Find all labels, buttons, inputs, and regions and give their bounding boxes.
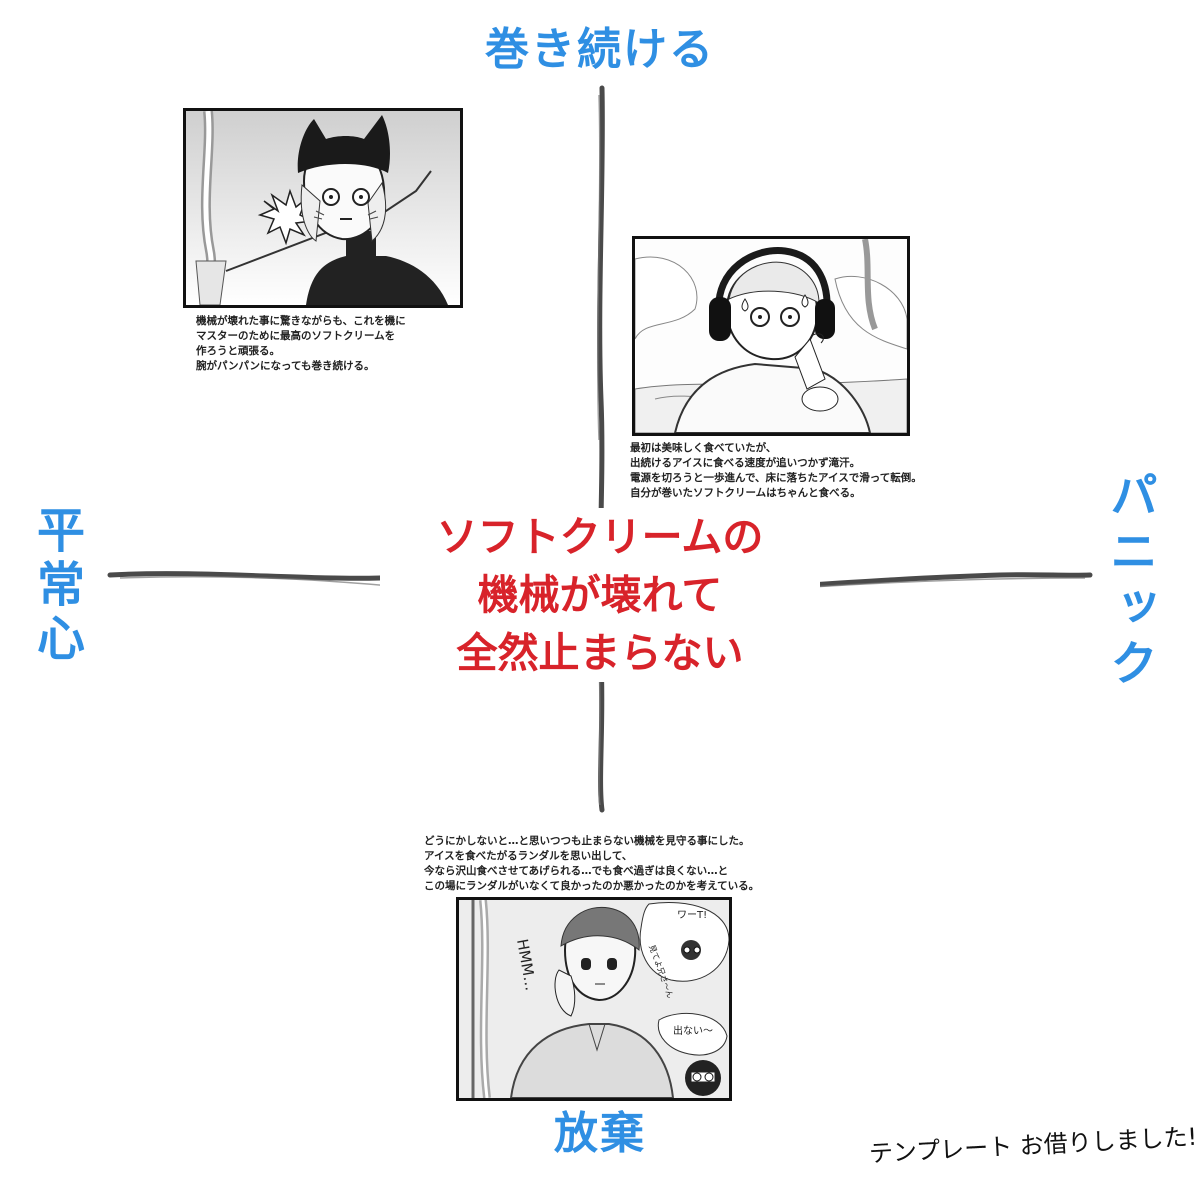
manga-panel-top-left [183, 108, 463, 308]
caption-line: 機械が壊れた事に驚きながらも、これを機に [196, 315, 406, 327]
thinking-character-illustration: HMM… ワーT! 見てよ兄さ〜ん 出ない〜 [459, 900, 729, 1098]
caption-line: この場にランダルがいなくて良かったのか悪かったのかを考えている。 [424, 880, 760, 892]
panel-caption-bottom: どうにかしないと…と思いつつも止まらない機械を見守る事にした。 アイスを食べたが… [424, 834, 759, 894]
vertical-axis-lower [598, 657, 605, 813]
manga-panel-bottom: HMM… ワーT! 見てよ兄さ〜ん 出ない〜 [456, 897, 732, 1101]
panel-caption-top-left: 機械が壊れた事に驚きながらも、これを機に マスターのために最高のソフトクリームを… [196, 314, 406, 374]
caption-line: 出続けるアイスに食べる速度が追いつかず滝汗。 [630, 457, 861, 469]
center-title-line: 全然止まらない [456, 629, 744, 677]
caption-line: アイスを食べたがるランダルを思い出して、 [424, 850, 633, 862]
caption-line: 自分が巻いたソフトクリームはちゃんと食べる。 [630, 487, 861, 499]
axis-label-bottom: 放棄 [554, 1108, 646, 1159]
bubble-text-top: ワーT! [677, 910, 707, 921]
caption-line: マスターのために最高のソフトクリームを [196, 330, 396, 342]
bubble-text-low: 出ない〜 [673, 1024, 713, 1037]
caption-line: 腕がパンパンになっても巻き続ける。 [196, 360, 375, 372]
surprised-character-illustration [186, 111, 460, 305]
center-title-line: 機械が壊れて [477, 571, 723, 619]
caption-line: 最初は美味しく食べていたが、 [630, 442, 777, 454]
caption-line: 作ろうと頑張る。 [196, 345, 280, 357]
caption-line: どうにかしないと…と思いつつも止まらない機械を見守る事にした。 [424, 835, 750, 847]
caption-line: 今なら沢山食べさせてあげられる…でも食べ過ぎは良くない…と [424, 865, 729, 877]
manga-panel-top-right [632, 236, 910, 436]
panicking-character-illustration [635, 239, 907, 433]
panel-caption-top-right: 最初は美味しく食べていたが、 出続けるアイスに食べる速度が追いつかず滝汗。 電源… [630, 441, 922, 501]
axis-label-right: パニック [1101, 470, 1157, 694]
center-title-line: ソフトクリームの [436, 513, 764, 561]
caption-line: 電源を切ろうと一歩進んで、床に落ちたアイスで滑って転倒。 [630, 472, 922, 484]
axis-label-top: 巻き続ける [485, 24, 715, 75]
center-title: ソフトクリームの 機械が壊れて 全然止まらない [380, 508, 820, 682]
axis-label-left: 平常心 [28, 505, 84, 667]
